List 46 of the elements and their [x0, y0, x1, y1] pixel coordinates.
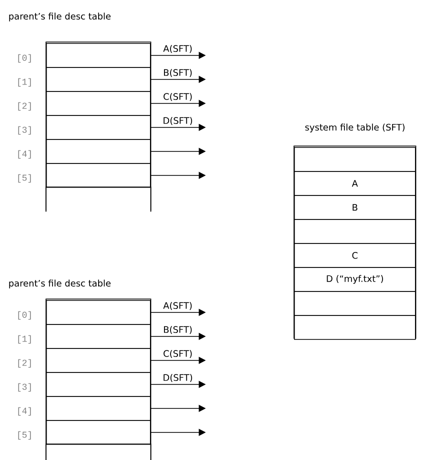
table-cell	[46, 139, 151, 164]
table-cell	[46, 396, 151, 421]
table-cell	[294, 147, 416, 172]
index-label: [4]	[18, 407, 31, 416]
edge-label: B(SFT)	[162, 326, 193, 334]
index-label: [5]	[18, 174, 31, 183]
index-label: [0]	[18, 54, 31, 63]
table-cell: C	[294, 243, 416, 268]
table-cell	[46, 115, 151, 140]
table-cell	[46, 163, 151, 188]
table-cell	[294, 219, 416, 244]
table	[294, 124, 416, 340]
table-cell	[46, 444, 152, 460]
table-cell	[46, 420, 151, 445]
table-cell	[46, 91, 151, 116]
index-label: [2]	[18, 359, 31, 368]
index-label: [1]	[18, 78, 31, 87]
table-cell	[46, 348, 151, 373]
index-label: [3]	[18, 383, 31, 392]
edge-label: C(SFT)	[162, 350, 193, 358]
index-label: [2]	[18, 102, 31, 111]
index-label: [1]	[18, 335, 31, 344]
index-label: [0]	[18, 311, 31, 320]
table-heading: parent’s file desc table	[9, 280, 111, 288]
table-cell	[46, 43, 151, 68]
edge-label: C(SFT)	[162, 92, 193, 102]
edge-label: B(SFT)	[162, 68, 193, 78]
index-label: [3]	[18, 126, 31, 135]
table-cell: B	[294, 195, 416, 220]
table-cell: D (“myf.txt”)	[294, 267, 416, 292]
index-label: [5]	[18, 431, 31, 440]
edge-label: D(SFT)	[162, 374, 194, 382]
table-cell	[46, 372, 151, 397]
table-cell	[46, 300, 151, 325]
edge-label: A(SFT)	[162, 44, 193, 54]
table-cell	[294, 315, 416, 340]
edge-label: D(SFT)	[162, 116, 194, 126]
table-cell	[46, 324, 151, 349]
table-cell	[294, 291, 416, 316]
table-cell	[46, 67, 151, 92]
table-cell: A	[294, 171, 416, 196]
table-heading: parent’s file desc table	[9, 12, 111, 22]
table-cell	[46, 186, 152, 212]
index-label: [4]	[18, 150, 31, 159]
edge-label: A(SFT)	[162, 302, 193, 310]
table-heading: system file table (SFT)	[305, 124, 404, 132]
